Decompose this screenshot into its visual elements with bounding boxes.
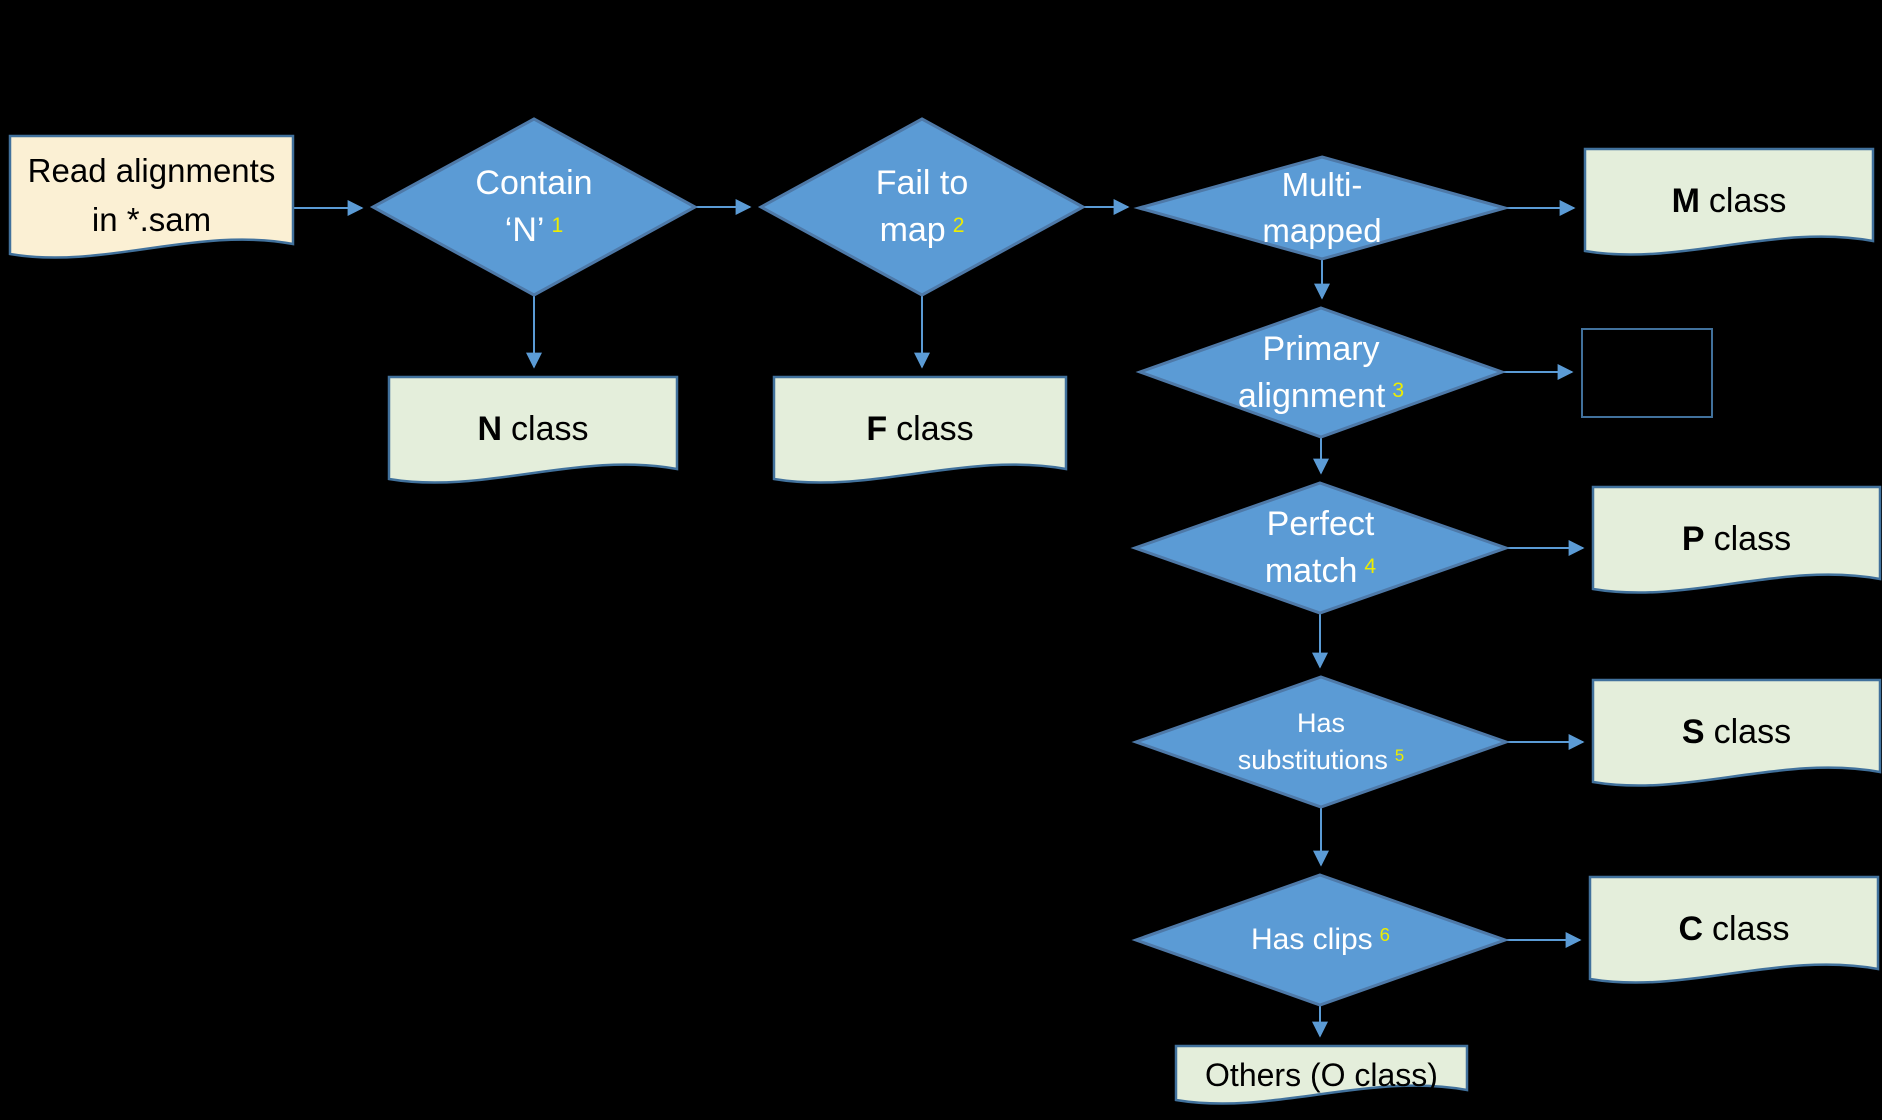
m-class-document-shape	[1583, 147, 1875, 256]
c-class-document-shape	[1588, 875, 1880, 984]
start-document-shape	[8, 134, 295, 259]
s-class-document-shape	[1591, 678, 1882, 787]
n-class-document-shape	[387, 375, 679, 484]
primary-alignment-diamond	[1135, 306, 1507, 439]
contain-n-diamond	[369, 117, 699, 297]
multi-mapped-diamond	[1133, 155, 1511, 261]
p-class-document-shape	[1591, 485, 1882, 594]
has-clips-diamond	[1131, 873, 1510, 1007]
others-document-shape	[1174, 1044, 1469, 1105]
empty-box-shape	[1581, 328, 1713, 418]
has-substitutions-diamond	[1131, 675, 1511, 809]
f-class-document-shape	[772, 375, 1068, 484]
fail-to-map-diamond	[757, 117, 1087, 297]
perfect-match-diamond	[1130, 481, 1511, 615]
